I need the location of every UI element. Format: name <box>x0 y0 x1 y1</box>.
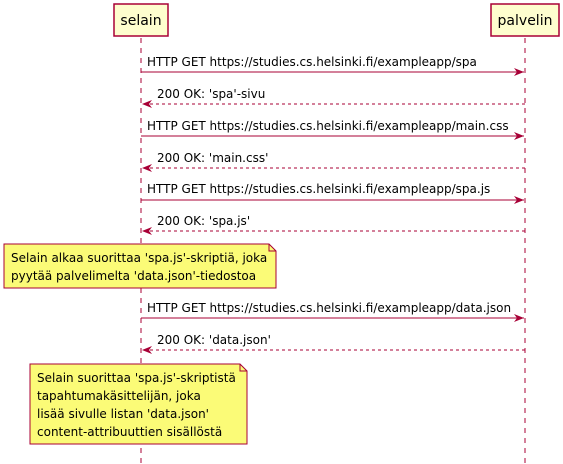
note-2: Selain suorittaa 'spa.js'-skriptistä tap… <box>29 363 248 445</box>
message-label: HTTP GET https://studies.cs.helsinki.fi/… <box>147 182 490 196</box>
message-4: 200 OK: 'main.css' <box>142 151 525 172</box>
message-label: 200 OK: 'spa.js' <box>157 214 250 228</box>
note-line: tapahtumakäsittelijän, joka <box>37 389 201 403</box>
message-label: 200 OK: 'data.json' <box>157 333 271 347</box>
message-label: 200 OK: 'main.css' <box>157 151 268 165</box>
note-box <box>3 243 277 289</box>
message-6: 200 OK: 'spa.js' <box>142 214 525 235</box>
participant-server-label: palvelin <box>498 13 553 29</box>
note-line: Selain alkaa suorittaa 'spa.js'-skriptiä… <box>11 251 267 265</box>
message-label: HTTP GET https://studies.cs.helsinki.fi/… <box>147 119 509 133</box>
note-fold <box>268 244 276 252</box>
message-label: HTTP GET https://studies.cs.helsinki.fi/… <box>147 55 477 69</box>
note-fold <box>239 364 247 372</box>
message-label: 200 OK: 'spa'-sivu <box>157 87 265 101</box>
participant-client-label: selain <box>120 13 161 29</box>
note-line: Selain suorittaa 'spa.js'-skriptistä <box>37 371 236 385</box>
note-line: pyytää palvelimelta 'data.json'-tiedosto… <box>11 269 256 283</box>
note-line: content-attribuuttien sisällöstä <box>37 425 222 439</box>
message-3: HTTP GET https://studies.cs.helsinki.fi/… <box>141 119 524 140</box>
message-2: 200 OK: 'spa'-sivu <box>142 87 525 108</box>
note-box <box>29 363 248 445</box>
participant-client: selain <box>113 3 169 37</box>
note-1: Selain alkaa suorittaa 'spa.js'-skriptiä… <box>3 243 277 289</box>
message-8: 200 OK: 'data.json' <box>142 333 525 354</box>
note-line: lisää sivulle listan 'data.json' <box>37 407 209 421</box>
message-5: HTTP GET https://studies.cs.helsinki.fi/… <box>141 182 524 204</box>
message-label: HTTP GET https://studies.cs.helsinki.fi/… <box>147 301 511 315</box>
message-7: HTTP GET https://studies.cs.helsinki.fi/… <box>141 301 524 322</box>
participant-server: palvelin <box>490 3 560 37</box>
message-1: HTTP GET https://studies.cs.helsinki.fi/… <box>141 55 524 76</box>
